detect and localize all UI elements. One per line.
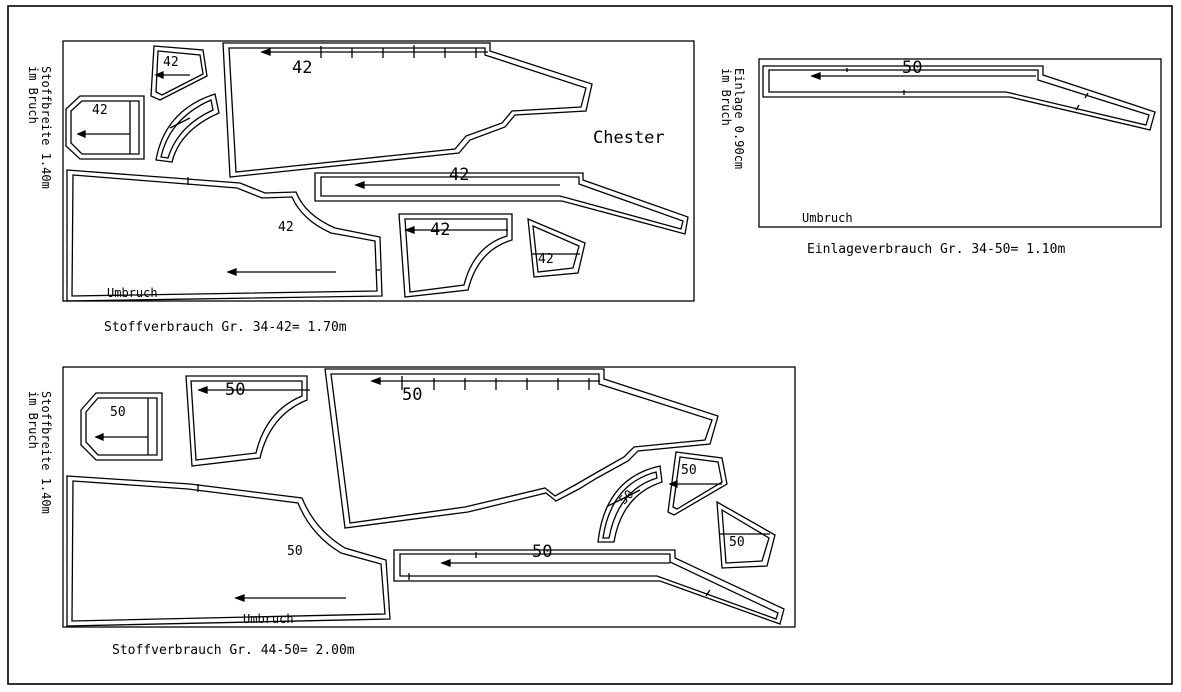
piece-pocket-50 [716, 500, 776, 569]
fold-label-top: Umbruch [107, 286, 158, 300]
side-label-width-top: Stoffbreite 1.40m [39, 66, 53, 189]
size-label-side-42: 42 [430, 220, 450, 240]
piece-small-top-50 [667, 451, 728, 516]
size-label-pocket-50: 50 [729, 535, 745, 550]
side-label-width-bottom: Stoffbreite 1.40m [39, 391, 53, 514]
size-label-back-42: 42 [292, 58, 312, 78]
size-label-strip-50: 50 [532, 542, 552, 562]
side-label-fold-top: im Bruch [26, 66, 40, 124]
side-label-fold-interfacing: im Bruch [719, 68, 733, 126]
size-label-small-top-50: 50 [681, 463, 697, 478]
side-label-fold-bottom: im Bruch [26, 391, 40, 449]
consumption-interfacing: Einlageverbrauch Gr. 34-50= 1.10m [807, 242, 1065, 257]
pattern-title: Chester [593, 128, 665, 148]
piece-facing-42 [155, 93, 220, 163]
piece-back-50 [324, 368, 719, 529]
piece-collar-50 [80, 392, 163, 461]
layout-bottom-size-50 [62, 366, 796, 628]
piece-facing-50 [597, 465, 663, 543]
piece-front-50 [66, 475, 391, 627]
piece-strip-50 [393, 549, 785, 625]
piece-small-top-42 [150, 45, 208, 101]
fold-label-interfacing: Umbruch [802, 211, 853, 225]
piece-pocket-42 [527, 217, 586, 278]
size-label-front-42: 42 [278, 220, 294, 235]
size-label-pocket-42: 42 [538, 252, 554, 267]
piece-back-42 [222, 42, 593, 178]
consumption-bottom: Stoffverbrauch Gr. 44-50= 2.00m [112, 643, 355, 658]
size-label-back-50: 50 [402, 385, 422, 405]
size-label-collar-50: 50 [110, 405, 126, 420]
size-label-side-50: 50 [225, 380, 245, 400]
piece-interfacing-strip [762, 65, 1156, 131]
size-label-small-top-42: 42 [163, 55, 179, 70]
consumption-top: Stoffverbrauch Gr. 34-42= 1.70m [104, 320, 347, 335]
piece-front-42 [66, 169, 383, 302]
piece-side-42 [398, 213, 513, 298]
size-label-collar-42: 42 [92, 103, 108, 118]
piece-strip-42 [314, 172, 689, 235]
side-label-width-interfacing: Einlage 0.90cm [732, 68, 746, 169]
fabric-panel-top [62, 40, 695, 302]
size-label-front-50: 50 [287, 544, 303, 559]
layout-interfacing [758, 58, 1162, 228]
piece-collar-42 [65, 95, 145, 160]
fold-label-bottom: Umbruch [243, 612, 294, 626]
size-label-interfacing: 50 [902, 58, 922, 78]
interfacing-panel [758, 58, 1162, 228]
piece-side-50 [185, 375, 310, 467]
fabric-panel-bottom [62, 366, 796, 628]
size-label-strip-42: 42 [449, 165, 469, 185]
outer-frame [7, 5, 1173, 685]
layout-top-size-42 [62, 40, 695, 302]
